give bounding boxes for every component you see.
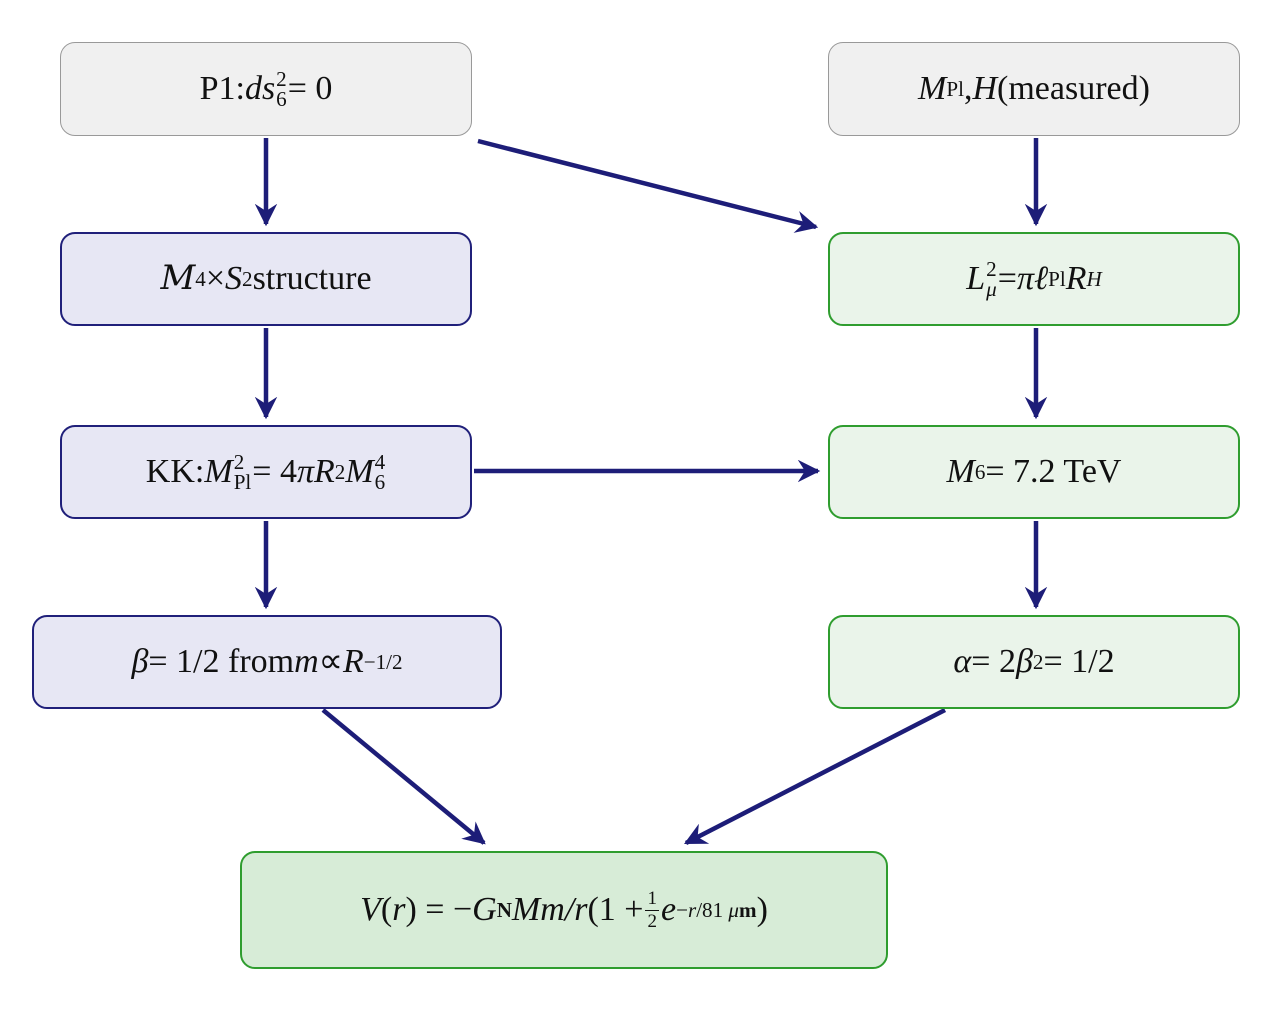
arrow-p1-to-lmu [477,138,819,233]
arrow-alpha-to-vr [683,707,947,846]
arrow-beta-to-vr [321,708,486,845]
node-beta-exponent: β = 1/2 from m ∝ R−1/2 [32,615,502,709]
